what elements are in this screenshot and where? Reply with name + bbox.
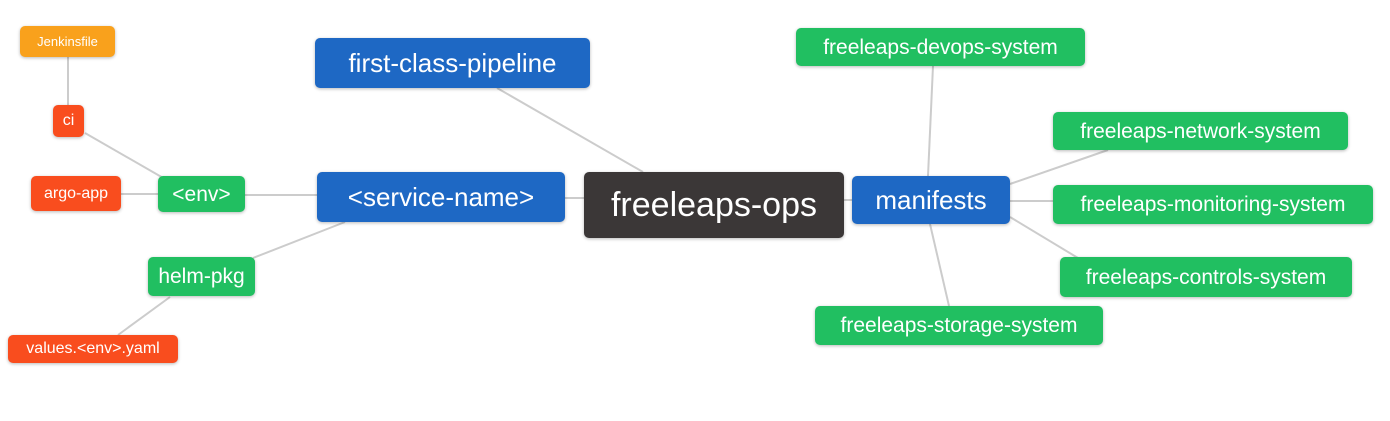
edge-service-name-helm-pkg (252, 221, 346, 259)
node-jenkinsfile[interactable]: Jenkinsfile (20, 26, 115, 57)
node-env[interactable]: <env> (158, 176, 245, 212)
node-first-class-pipeline[interactable]: first-class-pipeline (315, 38, 590, 88)
node-service-name[interactable]: <service-name> (317, 172, 565, 222)
edge-manifests-freeleaps-storage-system (929, 223, 950, 307)
node-freeleaps-monitoring-system[interactable]: freeleaps-monitoring-system (1053, 185, 1373, 224)
node-freeleaps-devops-system[interactable]: freeleaps-devops-system (796, 28, 1085, 66)
node-freeleaps-network-system[interactable]: freeleaps-network-system (1053, 112, 1348, 150)
edge-helm-pkg-values-env-yaml (117, 296, 171, 336)
node-manifests[interactable]: manifests (852, 176, 1010, 224)
edge-manifests-freeleaps-network-system (1009, 149, 1109, 185)
node-freeleaps-storage-system[interactable]: freeleaps-storage-system (815, 306, 1103, 345)
edge-manifests-freeleaps-devops-system (927, 65, 934, 177)
node-values-env-yaml[interactable]: values.<env>.yaml (8, 335, 178, 363)
edge-ci-env (84, 132, 166, 180)
edge-first-class-pipeline-freeleaps-ops (496, 87, 644, 173)
node-argo-app[interactable]: argo-app (31, 176, 121, 211)
node-helm-pkg[interactable]: helm-pkg (148, 257, 255, 296)
node-freeleaps-controls-system[interactable]: freeleaps-controls-system (1060, 257, 1352, 297)
node-freeleaps-ops[interactable]: freeleaps-ops (584, 172, 844, 238)
node-ci[interactable]: ci (53, 105, 84, 137)
